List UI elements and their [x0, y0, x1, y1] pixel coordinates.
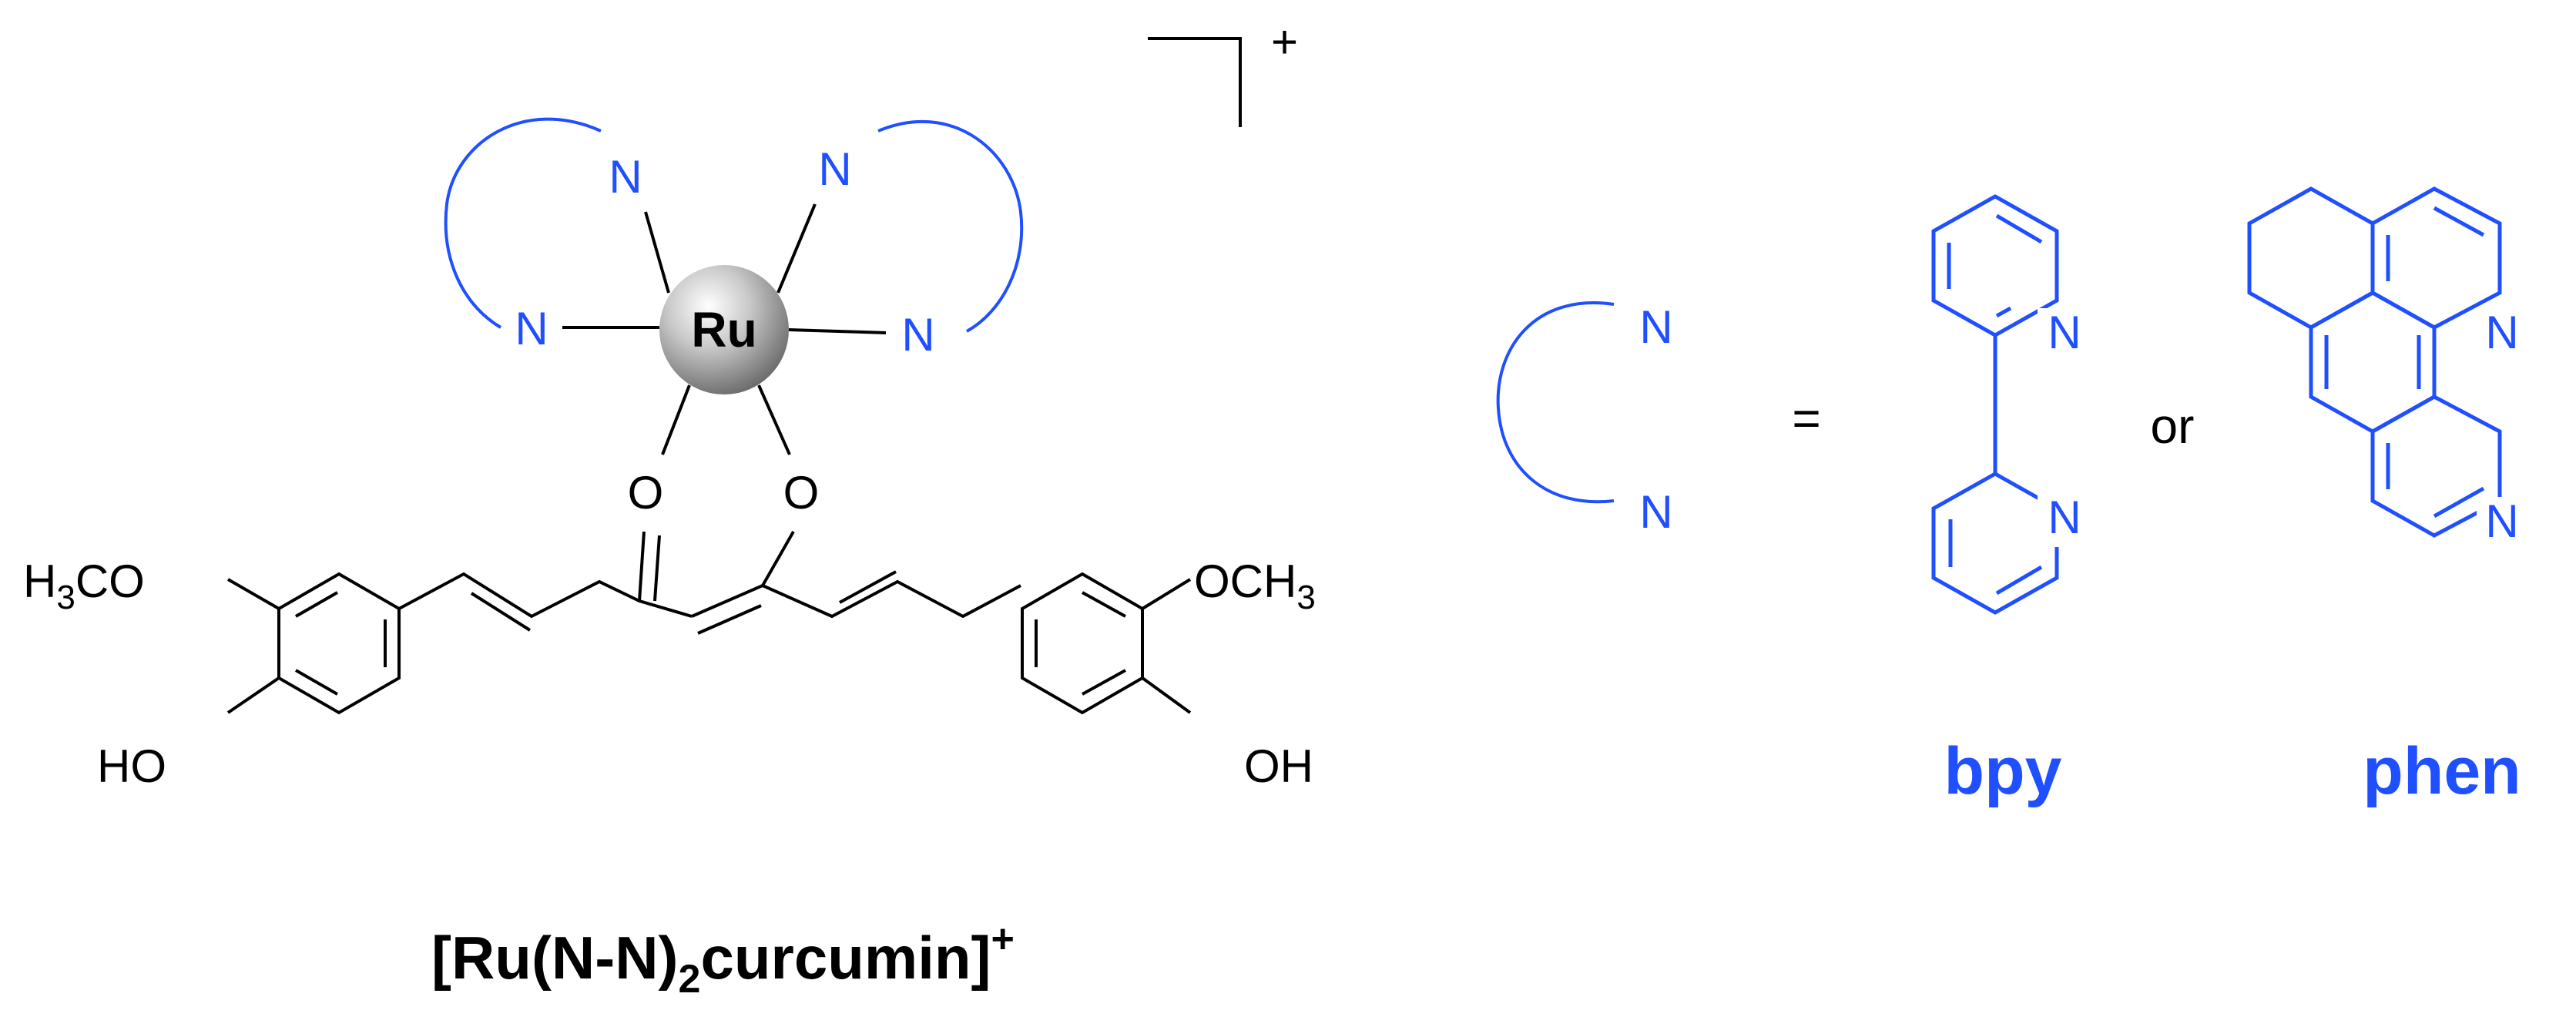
charge-bracket: + — [1148, 16, 1298, 127]
bidentate-ligand-arcs — [444, 117, 1024, 333]
n-atom-top-right: N — [818, 143, 851, 195]
bpy-n-top: N — [2048, 307, 2081, 358]
bpy-label: bpy — [1944, 734, 2062, 808]
methoxy-left-label: H3CO — [23, 555, 145, 616]
phen-structure — [2247, 186, 2502, 538]
generic-n-top: N — [1639, 301, 1672, 353]
ru-label: Ru — [691, 302, 756, 357]
bpy-n-bottom: N — [2048, 492, 2081, 543]
o-atom-left: O — [628, 467, 664, 519]
phen-label: phen — [2363, 734, 2521, 808]
or-label: or — [2151, 398, 2195, 454]
curcumin-backbone — [226, 531, 1192, 715]
generic-nn-ligand: N N — [1496, 301, 1673, 538]
curcumin-substituents: H3CO HO OCH3 OH — [23, 555, 1316, 792]
n-atom-top-left: N — [609, 151, 642, 203]
phen-n-top: N — [2485, 307, 2518, 358]
complex-charge-label: + — [1271, 16, 1298, 68]
complex-caption: [Ru(N-N)2curcumin]+ — [431, 917, 1015, 1002]
generic-n-bottom: N — [1639, 486, 1672, 538]
n-atom-left: N — [515, 303, 548, 354]
equals-sign: = — [1792, 391, 1820, 446]
bpy-structure — [1931, 194, 2059, 615]
ru-oxygen-atoms: O O — [628, 467, 820, 519]
phen-n-bottom: N — [2485, 495, 2518, 547]
methoxy-right-label: OCH3 — [1194, 555, 1316, 616]
ru-n-bonds — [562, 203, 887, 455]
ru-nitrogen-atoms: N N N N — [515, 143, 934, 361]
n-atom-right: N — [901, 309, 934, 361]
hydroxy-right-label: OH — [1244, 740, 1313, 792]
ruthenium-center: Ru — [659, 265, 789, 394]
o-atom-right: O — [783, 467, 820, 519]
hydroxy-left-label: HO — [97, 740, 166, 792]
